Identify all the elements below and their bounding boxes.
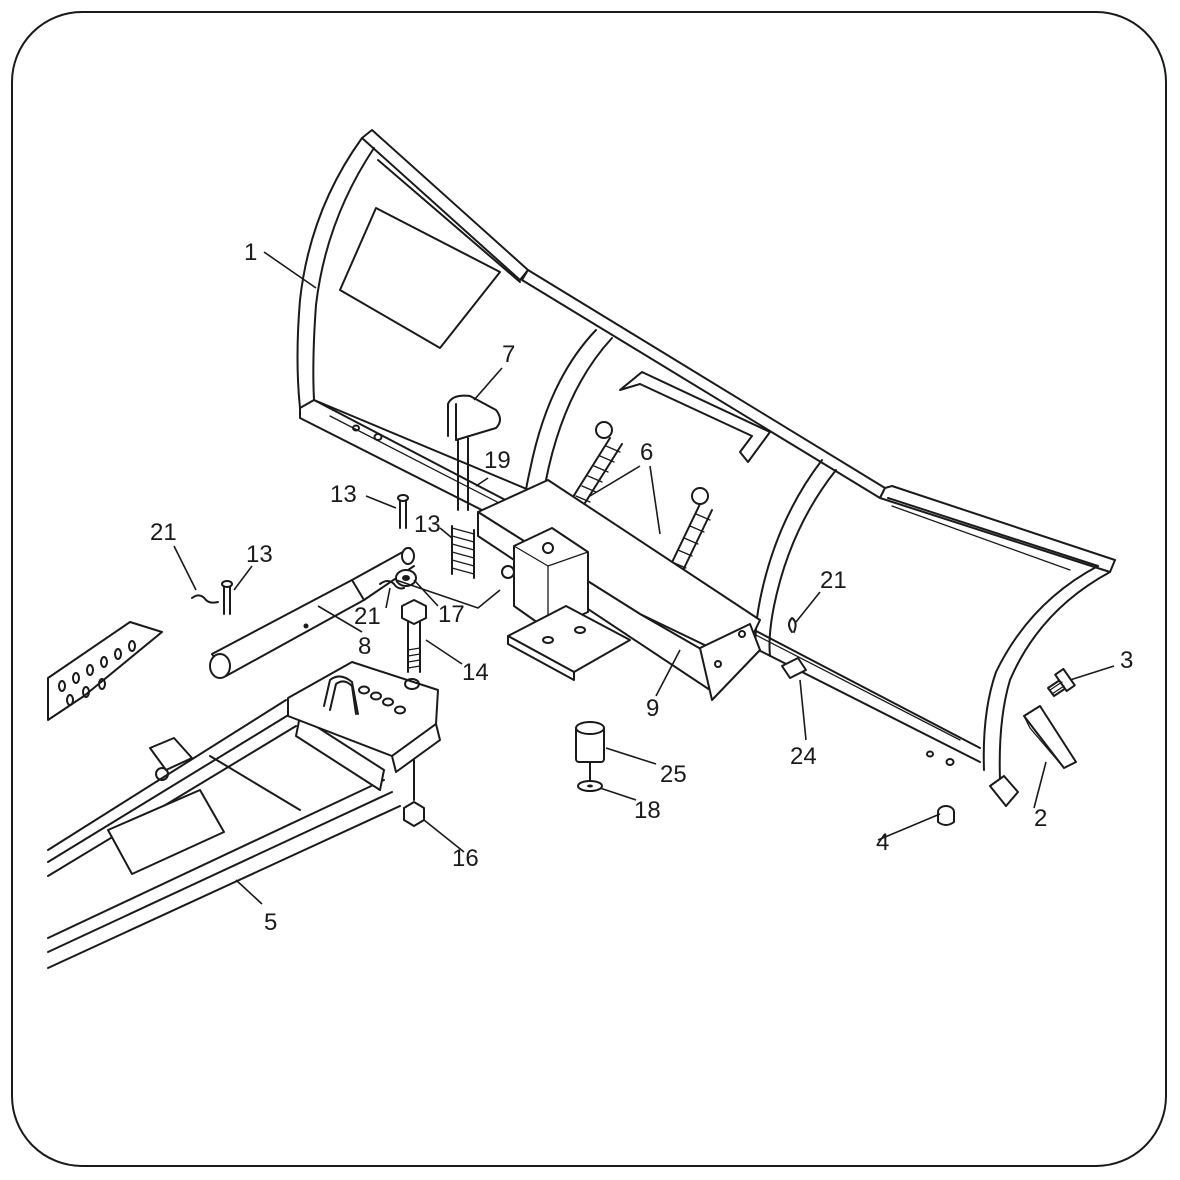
callout-1: 1 [244,239,257,266]
pin-spring [451,525,475,579]
pin-handle [447,394,501,511]
callout-21-right: 21 [820,567,847,594]
hinge-pin [781,657,807,679]
carriage-bolt [1047,667,1076,697]
callout-9: 9 [646,695,659,722]
callout-21-mid: 21 [354,603,381,630]
hex-nut [403,759,425,827]
clevis-pins [221,494,409,615]
leader-lines [173,251,1115,905]
callout-21-left: 21 [150,519,177,546]
lift-cylinder [209,547,415,679]
callout-13-top: 13 [330,481,357,508]
callout-6: 6 [640,439,653,466]
callout-5: 5 [264,909,277,936]
rounded-border [11,11,1167,1167]
push-frame [47,621,441,969]
center-frame [477,479,761,701]
flat-washer [577,780,603,792]
cutting-edge-part [1023,705,1077,769]
callout-18: 18 [634,797,661,824]
lock-nut [937,805,955,826]
callout-2: 2 [1034,805,1047,832]
callout-7: 7 [502,341,515,368]
callout-25: 25 [660,761,687,788]
callout-8: 8 [358,633,371,660]
callout-3: 3 [1120,647,1133,674]
spacer [575,721,605,781]
callout-4: 4 [876,829,889,856]
callout-24: 24 [790,743,817,770]
callout-13-mid: 13 [414,511,441,538]
cotter-pins [191,580,797,633]
callout-17: 17 [438,601,465,628]
callout-19: 19 [484,447,511,474]
callout-13-left: 13 [246,541,273,568]
callout-14: 14 [462,659,489,686]
callout-16: 16 [452,845,479,872]
callout-labels: 1 2 3 4 5 6 7 8 9 13 13 13 14 16 17 18 1… [150,239,1133,936]
hex-bolt [401,599,427,673]
